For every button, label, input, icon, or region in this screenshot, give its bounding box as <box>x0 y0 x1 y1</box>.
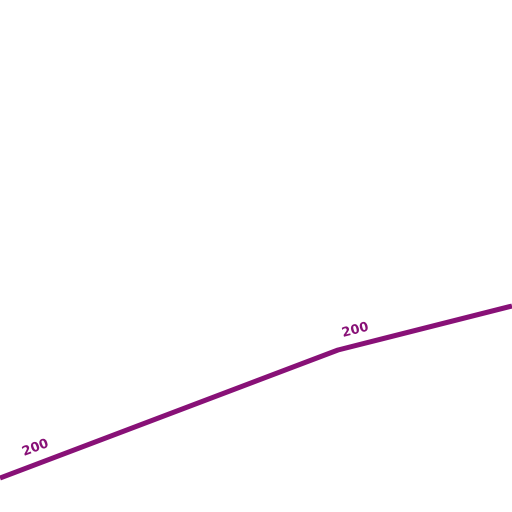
road-ref-label: 200 <box>20 436 51 460</box>
road-ref-label: 200 <box>340 320 370 341</box>
road-segment[interactable] <box>0 303 512 481</box>
